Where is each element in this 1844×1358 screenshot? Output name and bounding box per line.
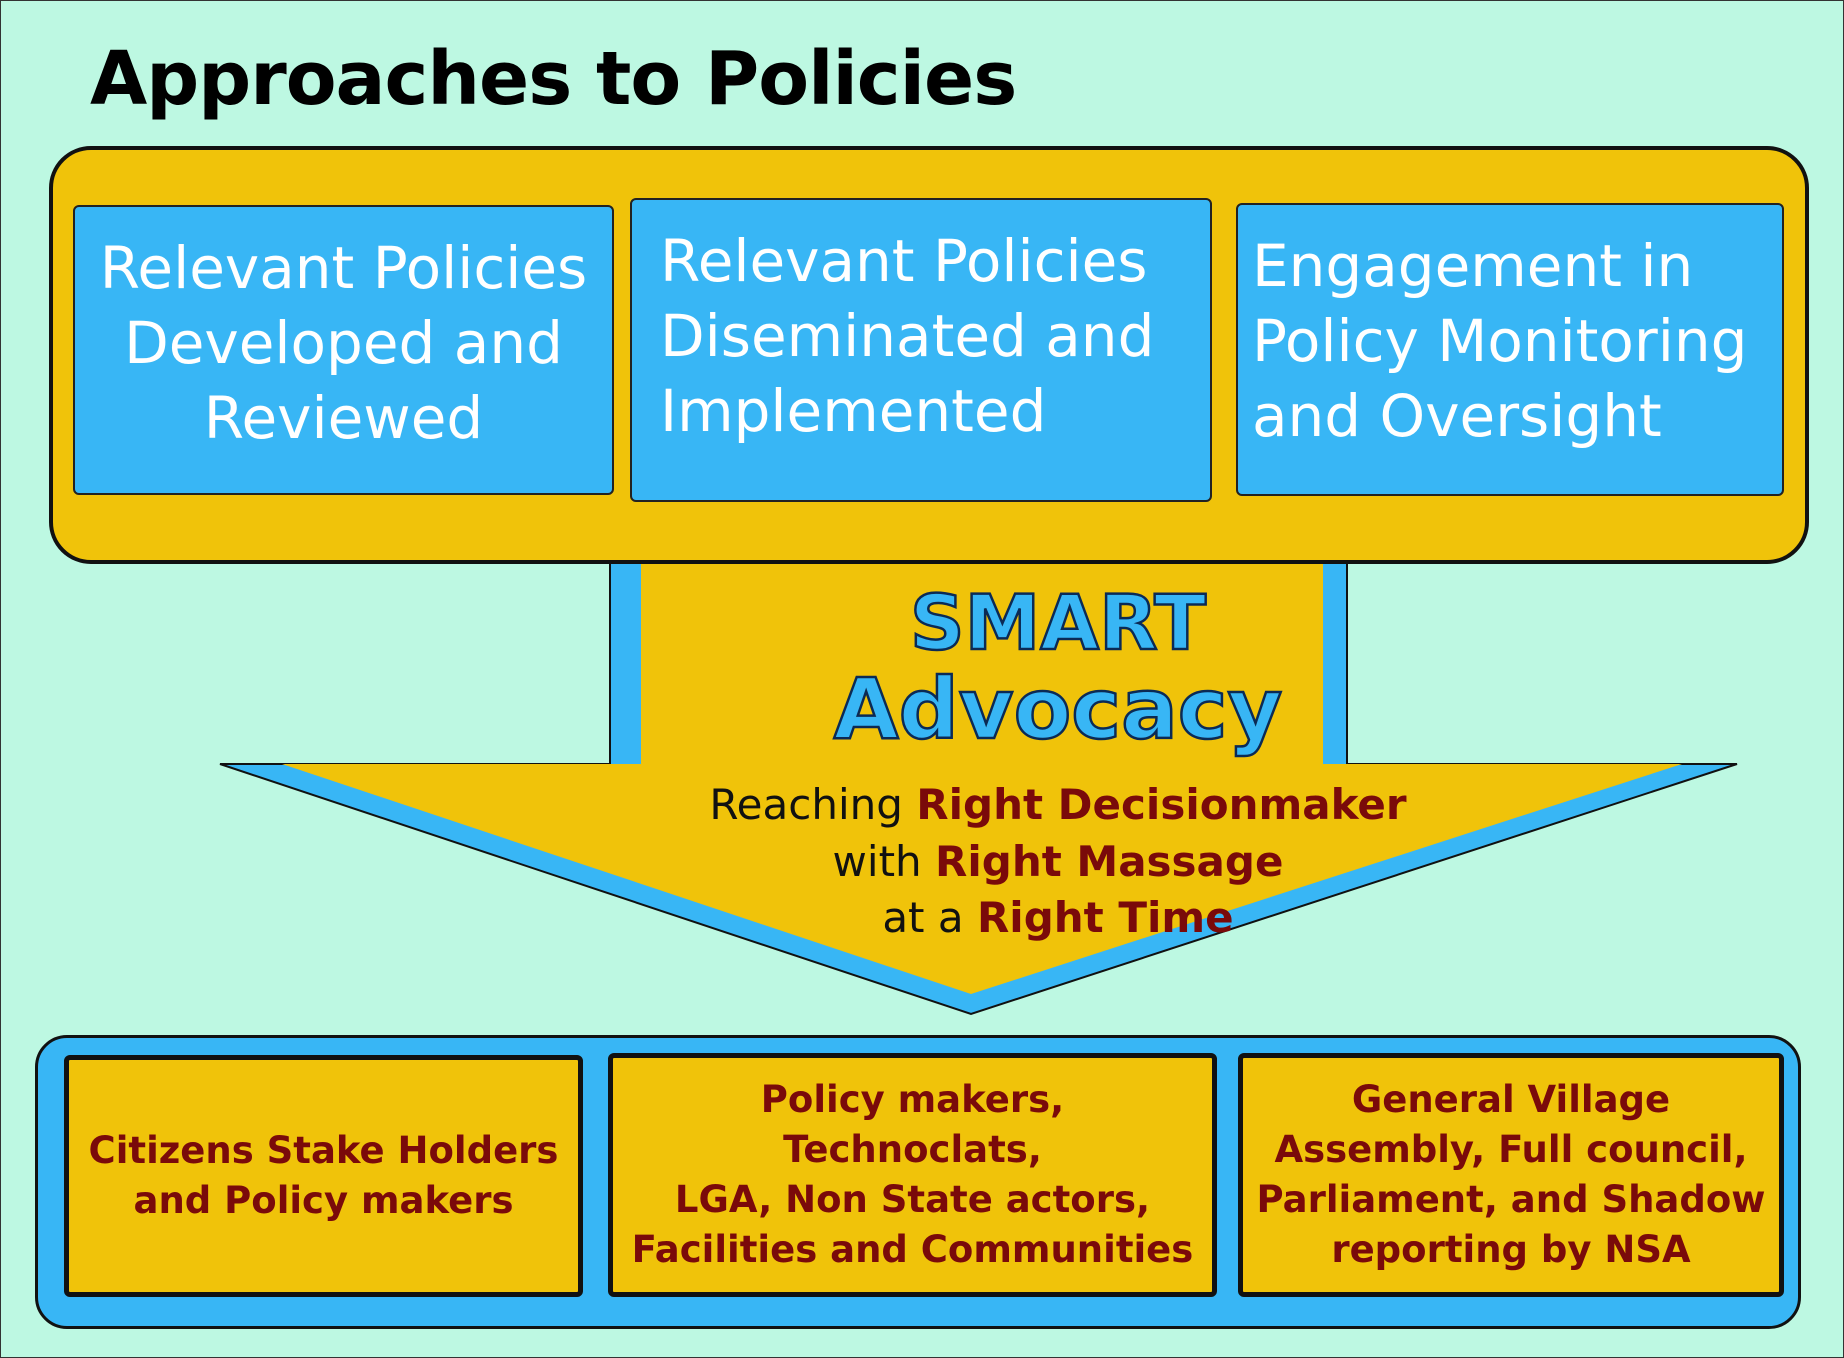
arrow-inner [282,556,1682,994]
reach-plain: with [832,837,936,886]
stakeholder-box-citizens: Citizens Stake Holders and Policy makers [64,1055,583,1297]
reach-line-1: Reaching Right Decisionmaker [136,776,1844,833]
reach-line-3: at a Right Time [136,889,1844,946]
reach-plain: at a [882,893,977,942]
stakeholder-box-policy-makers: Policy makers, Technoclats, LGA, Non Sta… [608,1053,1217,1297]
stakeholder-box-assembly: General Village Assembly, Full council, … [1238,1053,1784,1297]
reach-line-2: with Right Massage [136,833,1844,890]
reach-plain: Reaching [709,780,917,829]
smart-label: SMART [909,577,1208,669]
reach-bold: Right Decisionmaker [916,780,1407,829]
approach-box-disseminated: Relevant Policies Diseminated and Implem… [630,198,1212,502]
page-title: Approaches to Policies [90,36,1017,122]
approach-box-developed: Relevant Policies Developed and Reviewed [73,205,614,495]
reach-bold: Right Time [976,893,1234,942]
approach-box-monitoring: Engagement in Policy Monitoring and Over… [1236,203,1784,496]
reach-bold: Right Massage [935,837,1284,886]
advocacy-label: Advocacy [832,659,1283,760]
